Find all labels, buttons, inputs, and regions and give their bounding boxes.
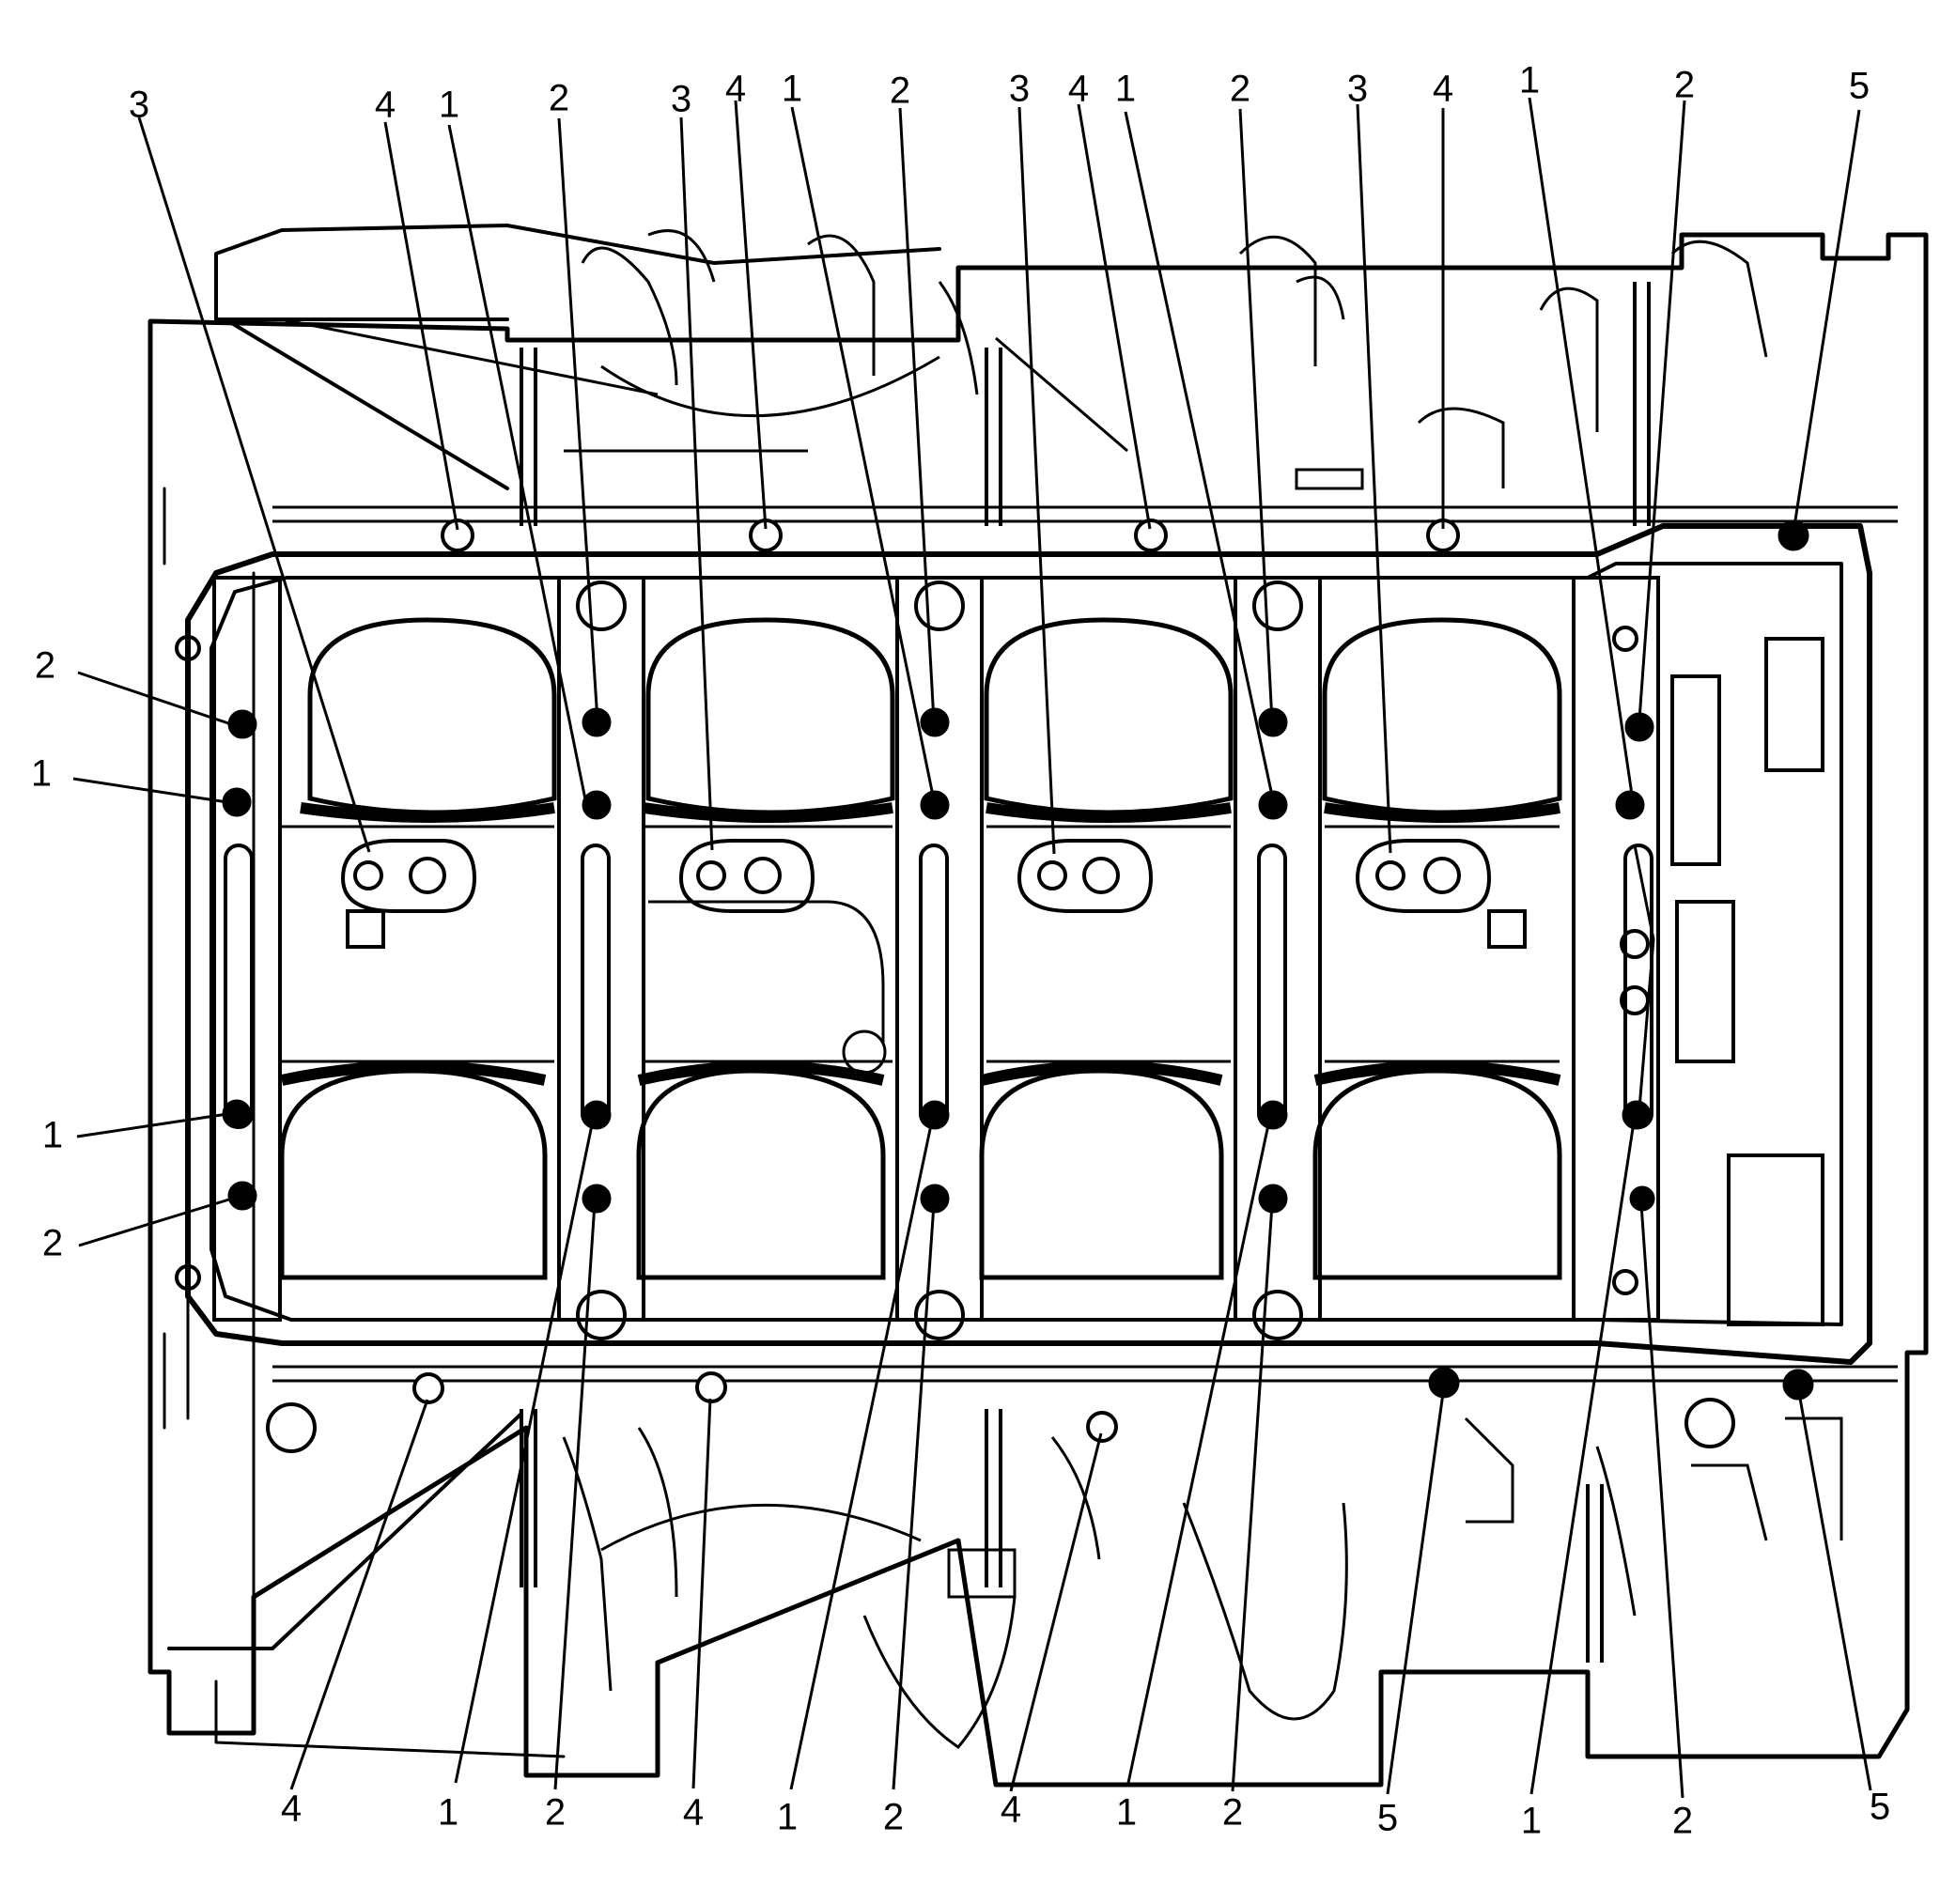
callout-label: 2 <box>890 70 910 112</box>
callout-label: 1 <box>438 1792 458 1834</box>
pan-rail-bolt-holes-open <box>412 519 1460 1443</box>
callout-label: 1 <box>1116 1792 1137 1834</box>
callout-label: 1 <box>1115 69 1136 110</box>
callout-label: 2 <box>1674 65 1695 106</box>
callout-label: 2 <box>883 1797 904 1838</box>
upper-manifold-runners <box>281 229 1768 490</box>
callout-label: 4 <box>725 69 746 110</box>
lower-manifold-runners <box>562 1416 1843 1749</box>
callout-label: 1 <box>1521 1801 1542 1842</box>
bore-access-holes <box>175 580 1735 1453</box>
callout-label: 1 <box>439 85 459 126</box>
callout-label: 4 <box>1068 69 1089 110</box>
callout-label: 3 <box>1009 69 1030 110</box>
callouts-top: 3 4 1 2 3 4 1 2 3 4 1 2 3 4 1 2 5 <box>129 60 1870 126</box>
cylinder-bores <box>279 617 1562 1280</box>
bolt-hole-markers <box>222 519 1814 1401</box>
side-detail-columns <box>520 282 1824 1663</box>
callout-label: 3 <box>671 79 691 120</box>
callout-label: 4 <box>1433 69 1453 110</box>
callout-label: 2 <box>42 1223 63 1264</box>
callout-label: 5 <box>1377 1798 1398 1839</box>
leader-lines <box>72 97 1872 1799</box>
callout-label: 1 <box>777 1797 798 1838</box>
callouts-left: 2 1 1 2 <box>31 645 63 1264</box>
callout-label: 4 <box>281 1788 302 1830</box>
callout-label: 1 <box>1519 60 1540 101</box>
callout-label: 2 <box>1230 69 1250 110</box>
callout-label: 1 <box>42 1115 63 1156</box>
callout-label: 2 <box>35 645 55 687</box>
callout-label: 2 <box>549 78 569 119</box>
callout-label: 2 <box>1222 1792 1243 1834</box>
callout-label: 1 <box>782 69 802 110</box>
callout-label: 4 <box>375 85 396 126</box>
callout-label: 2 <box>545 1792 566 1834</box>
callout-label: 4 <box>1001 1789 1021 1831</box>
callout-label: 1 <box>31 753 52 795</box>
callout-label: 3 <box>1347 69 1368 110</box>
callout-label: 3 <box>129 85 149 126</box>
callout-label: 2 <box>1672 1801 1693 1842</box>
callout-label: 4 <box>683 1792 704 1834</box>
oil-gallery-ports <box>340 839 1650 1015</box>
callouts-bottom: 4 1 2 4 1 2 4 1 2 5 1 2 5 <box>281 1787 1890 1842</box>
callout-label: 5 <box>1849 66 1870 107</box>
main-bearing-bulkheads <box>212 576 1660 1322</box>
crankcase-details <box>282 825 1824 1326</box>
callout-label: 5 <box>1870 1787 1890 1828</box>
